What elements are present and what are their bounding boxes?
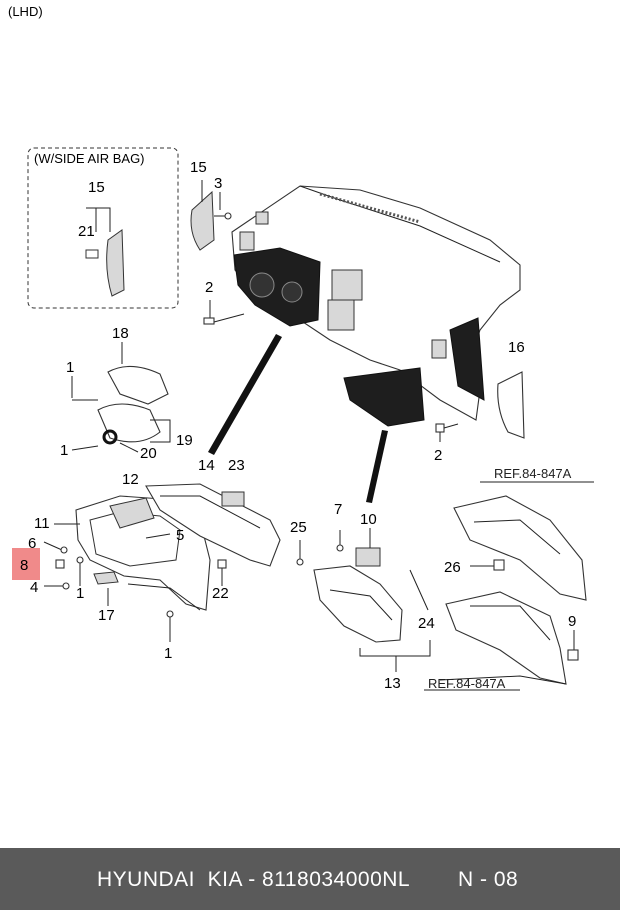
callout-labels: 15 3 2 18 1 1 20 19 12 14 23 11 6 8 4 5 … [20,159,576,692]
callout-1c: 1 [76,585,84,602]
callout-12: 12 [122,471,139,488]
footer-page: N - 08 [458,868,519,891]
variant-label: (LHD) [8,4,43,19]
callout-20: 20 [140,445,157,462]
callout-2: 2 [205,279,213,296]
callout-17: 17 [98,607,115,624]
callout-5: 5 [176,527,184,544]
callout-4: 4 [30,579,38,596]
callout-1b: 1 [60,442,68,459]
side-panel [497,371,525,439]
callout-11: 11 [34,515,50,532]
center-lower-panel [343,367,425,427]
inset-box [27,147,179,309]
footer-brand-part: HYUNDAI KIA - 8118034000NL [97,868,411,891]
callout-1: 1 [66,359,74,376]
bracket-12 [109,497,155,529]
ref-lower: REF.84-847A [428,676,506,691]
side-vent-grille [190,190,215,251]
callout-7: 7 [334,501,342,518]
callout-10: 10 [360,511,377,528]
callout-14: 14 [198,457,215,474]
callout-16: 16 [508,339,525,356]
ref-upper: REF.84-847A [494,466,572,481]
callout-18: 18 [112,325,129,342]
inset-airbag-cover [106,229,125,297]
callout-1d: 1 [164,645,172,662]
callout-6: 6 [28,535,36,552]
glove-box-upper [453,495,587,601]
callout-24: 24 [418,615,435,632]
callout-13: 13 [384,675,401,692]
panel-17 [93,571,119,585]
inset-callout-21: 21 [78,223,95,240]
callout-9: 9 [568,613,576,630]
callout-19: 19 [176,432,193,449]
callout-26: 26 [444,559,461,576]
instrument-cluster-area [233,247,321,327]
highlight-marker [12,548,40,580]
column-shroud-lower [97,403,161,443]
callout-3: 3 [214,175,222,192]
callout-22: 22 [212,585,229,602]
callout-8: 8 [20,557,28,574]
footer-bar: HYUNDAI KIA - 8118034000NL N - 08 [0,848,620,910]
callout-23: 23 [228,457,245,474]
callout-15: 15 [190,159,207,176]
column-shroud-upper [107,365,169,405]
inset-callout-15: 15 [88,179,105,196]
center-facia-lower [313,565,403,643]
callout-2b: 2 [434,447,442,464]
callout-25: 25 [290,519,307,536]
exploded-parts-diagram: (W/SIDE AIR BAG) [20,147,594,692]
inset-label-tag [85,249,99,259]
inset-title: (W/SIDE AIR BAG) [34,151,145,166]
